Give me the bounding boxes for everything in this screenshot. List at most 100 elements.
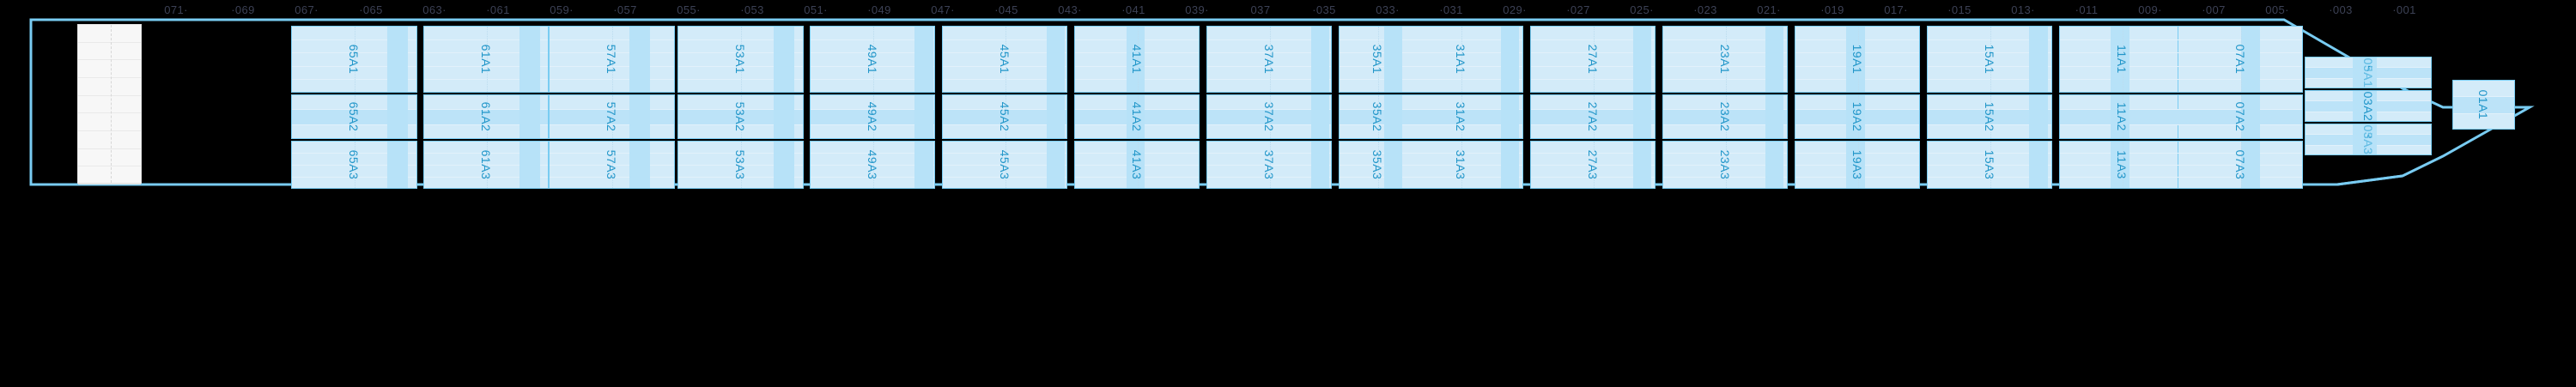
highlighted-column[interactable] bbox=[1383, 95, 1403, 138]
highlighted-column[interactable] bbox=[773, 142, 794, 188]
highlighted-column[interactable] bbox=[1310, 27, 1330, 92]
highlighted-column[interactable] bbox=[1765, 142, 1784, 188]
bay-tier[interactable]: 53A3 bbox=[677, 141, 804, 189]
highlighted-column[interactable] bbox=[2029, 95, 2049, 138]
bay-tier[interactable]: 57A3 bbox=[549, 141, 675, 189]
bay-tier[interactable]: 07A3 bbox=[2178, 141, 2304, 189]
bay-tier[interactable]: 45A1 bbox=[942, 26, 1068, 93]
bay-tier[interactable]: 03A2 bbox=[2305, 90, 2433, 122]
bay-tier[interactable]: 65A2 bbox=[291, 94, 417, 139]
highlighted-column[interactable] bbox=[386, 27, 408, 92]
highlighted-column[interactable] bbox=[1500, 142, 1520, 188]
highlighted-column[interactable] bbox=[773, 27, 794, 92]
bay-tier[interactable]: 41A2 bbox=[1074, 94, 1200, 139]
highlighted-column[interactable] bbox=[1500, 27, 1520, 92]
highlighted-column[interactable] bbox=[1310, 142, 1330, 188]
bay-tier[interactable]: 31A3 bbox=[1398, 141, 1524, 189]
bay-tier[interactable]: 61A3 bbox=[423, 141, 550, 189]
bay-tier[interactable]: 45A2 bbox=[942, 94, 1068, 139]
bay-tier[interactable]: 37A1 bbox=[1206, 26, 1333, 93]
highlighted-column[interactable] bbox=[629, 95, 650, 138]
bay-tier[interactable]: 31A2 bbox=[1398, 94, 1524, 139]
bay-tier[interactable]: 61A1 bbox=[423, 26, 550, 93]
highlighted-column[interactable] bbox=[519, 27, 540, 92]
highlighted-column[interactable] bbox=[1383, 142, 1403, 188]
highlighted-column[interactable] bbox=[629, 27, 650, 92]
bay-tier[interactable]: 37A2 bbox=[1206, 94, 1333, 139]
bay-01[interactable]: 01A1 bbox=[2451, 80, 2515, 130]
highlighted-column[interactable] bbox=[1765, 95, 1784, 138]
bay-tier[interactable]: 35A3 bbox=[1339, 141, 1416, 189]
bay-tier[interactable]: 19A3 bbox=[1795, 141, 1921, 189]
bay-tier[interactable]: 61A2 bbox=[423, 94, 550, 139]
bay-tier[interactable]: 15A2 bbox=[1927, 94, 2053, 139]
highlighted-column[interactable] bbox=[1500, 95, 1520, 138]
container-slot[interactable] bbox=[2178, 80, 2302, 92]
container-slot[interactable] bbox=[550, 80, 673, 92]
highlighted-column[interactable] bbox=[386, 142, 408, 188]
highlighted-column[interactable] bbox=[629, 142, 650, 188]
highlighted-column[interactable] bbox=[914, 27, 933, 92]
bay-tier[interactable]: 19A1 bbox=[1795, 26, 1921, 93]
highlighted-column[interactable] bbox=[1046, 95, 1066, 138]
bay-tier[interactable]: 53A1 bbox=[677, 26, 804, 93]
highlighted-column[interactable] bbox=[519, 142, 540, 188]
bay-tier[interactable]: 11A3 bbox=[2059, 141, 2185, 189]
engine-room-block[interactable] bbox=[77, 24, 142, 184]
bay-tier[interactable]: 37A3 bbox=[1206, 141, 1333, 189]
highlighted-column[interactable] bbox=[2029, 142, 2049, 188]
container-slot[interactable] bbox=[550, 27, 674, 40]
highlighted-column[interactable] bbox=[914, 95, 933, 138]
bay-tier[interactable]: 35A2 bbox=[1339, 94, 1416, 139]
bay-tier[interactable]: 11A2 bbox=[2059, 94, 2185, 139]
bay-tier[interactable]: 41A3 bbox=[1074, 141, 1200, 189]
highlighted-column[interactable] bbox=[519, 95, 540, 138]
highlighted-column[interactable] bbox=[1046, 142, 1066, 188]
bay-tier[interactable]: 49A2 bbox=[810, 94, 936, 139]
highlighted-column[interactable] bbox=[1632, 142, 1652, 188]
highlighted-column[interactable] bbox=[914, 142, 933, 188]
bay-tier[interactable]: 15A3 bbox=[1927, 141, 2053, 189]
bay-tier[interactable]: 23A2 bbox=[1662, 94, 1789, 139]
bay-tier[interactable]: 07A2 bbox=[2178, 94, 2304, 139]
bay-tier[interactable]: 53A2 bbox=[677, 94, 804, 139]
bay-tier[interactable]: 45A3 bbox=[942, 141, 1068, 189]
highlighted-column[interactable] bbox=[2029, 27, 2049, 92]
highlighted-column[interactable] bbox=[1046, 27, 1066, 92]
bay-tier[interactable]: 01A1 bbox=[2451, 80, 2515, 130]
bay-tier[interactable]: 27A3 bbox=[1530, 141, 1656, 189]
bay-tier[interactable]: 65A1 bbox=[291, 26, 417, 93]
bay-tier[interactable]: 31A1 bbox=[1398, 26, 1524, 93]
bay-tier[interactable]: 57A2 bbox=[549, 94, 675, 139]
bay-tier[interactable]: 15A1 bbox=[1927, 26, 2053, 93]
bay-tier[interactable]: 49A3 bbox=[810, 141, 936, 189]
highlighted-column[interactable] bbox=[1310, 95, 1330, 138]
container-slot[interactable] bbox=[2178, 27, 2303, 40]
bay-tier[interactable]: 27A1 bbox=[1530, 26, 1656, 93]
highlighted-column[interactable] bbox=[1765, 27, 1784, 92]
bay-tier[interactable]: 65A3 bbox=[291, 141, 417, 189]
bay-tier[interactable]: 11A1 bbox=[2059, 26, 2185, 93]
bay-tier[interactable]: 57A1 bbox=[549, 26, 675, 93]
highlighted-column[interactable] bbox=[1632, 27, 1652, 92]
bay-tier[interactable]: 27A2 bbox=[1530, 94, 1656, 139]
bay-tier[interactable]: 19A2 bbox=[1795, 94, 1921, 139]
